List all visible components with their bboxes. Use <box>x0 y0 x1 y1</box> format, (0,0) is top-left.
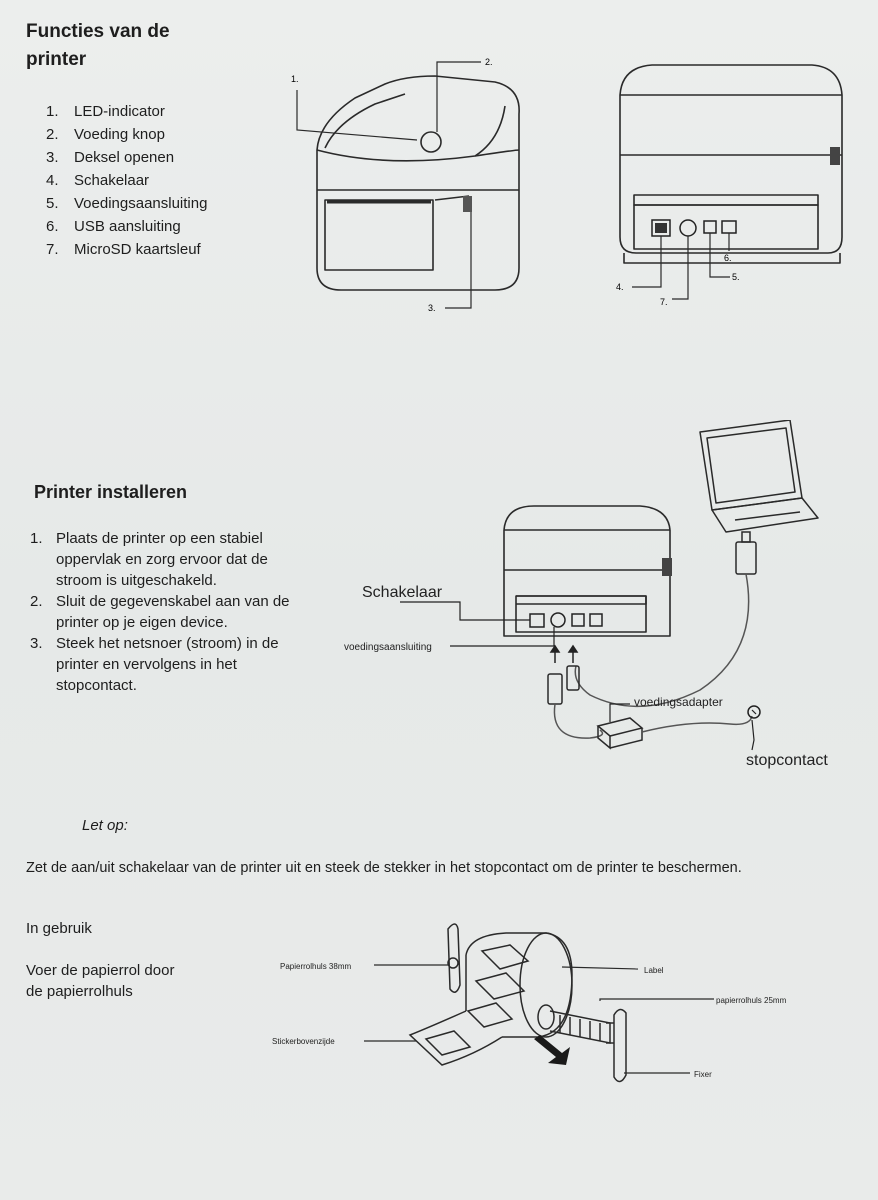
list-item: 3.Steek het netsnoer (stroom) in de prin… <box>30 635 279 694</box>
usage-heading: In gebruik <box>26 920 92 937</box>
holder25-label: papierrolhuls 25mm <box>716 996 787 1005</box>
insert-arrow-icon <box>534 1035 570 1065</box>
outlet-label: stopcontact <box>746 752 828 769</box>
note-text: Zet de aan/uit schakelaar van de printer… <box>26 860 742 876</box>
installation-diagram: Schakelaar voedingsaansluiting voedingsa… <box>344 420 828 769</box>
list-item: 6.USB aansluiting <box>46 218 181 235</box>
power-port-icon <box>550 612 566 628</box>
paper-roll-diagram: Papierrolhuls 38mm Label papierrolhuls 2… <box>272 923 787 1083</box>
label-label: Label <box>644 966 664 975</box>
lid-release-icon <box>662 558 672 576</box>
note-heading: Let op: <box>82 817 128 834</box>
fixer-label: Fixer <box>694 1070 712 1079</box>
power-adapter-icon <box>596 717 644 750</box>
printer-back-illustration: 4. 5. 6. 7. <box>616 64 843 307</box>
adapter-label: voedingsadapter <box>634 695 723 709</box>
callout-6: 6. <box>724 253 732 263</box>
printer-illustration <box>503 505 671 637</box>
usb-plug-icon <box>735 541 757 575</box>
functions-list: 1.LED-indicator 2.Voeding knop 3.Deksel … <box>46 100 207 261</box>
power-port-icon <box>679 219 697 237</box>
list-item: 5.Voedingsaansluiting <box>46 195 208 212</box>
sd-slot-icon <box>703 220 717 234</box>
power-button-icon <box>420 131 442 153</box>
list-item: 3.Deksel openen <box>46 149 175 166</box>
switch-toggle-icon <box>655 223 667 233</box>
sd-slot-icon <box>571 613 585 627</box>
usb-plug-icon <box>566 665 580 691</box>
usage-text: Voer de papierrol door de papierrolhuls <box>26 962 175 1000</box>
list-item: 2.Voeding knop <box>46 126 165 143</box>
core-rod-icon <box>549 1010 611 1044</box>
switch-label: Schakelaar <box>362 584 443 601</box>
power-plug-icon <box>547 673 563 705</box>
install-title: Printer installeren <box>34 482 188 502</box>
laptop-icon <box>699 420 819 533</box>
lid-release-icon <box>830 147 840 165</box>
power-port-label: voedingsaansluiting <box>344 642 432 653</box>
callout-4: 4. <box>616 282 624 292</box>
wall-plug-icon <box>747 705 761 719</box>
callout-5: 5. <box>732 272 740 282</box>
list-item: 7.MicroSD kaartsleuf <box>46 241 201 258</box>
printer-front-illustration: 1. 2. 3. <box>291 57 520 313</box>
callout-3: 3. <box>428 303 436 313</box>
lid-release-icon <box>463 196 472 212</box>
paper-roll-icon <box>408 932 573 1066</box>
usb-port-icon <box>721 220 737 234</box>
functions-title: Functies van de printer <box>26 21 170 70</box>
holder38-label: Papierrolhuls 38mm <box>280 962 351 971</box>
list-item: 1.Plaats de printer op een stabiel opper… <box>30 530 268 589</box>
list-item: 2.Sluit de gegevenskabel aan van de prin… <box>30 593 290 631</box>
callout-2: 2. <box>485 57 493 67</box>
callout-1: 1. <box>291 74 299 84</box>
list-item: 4.Schakelaar <box>46 172 150 189</box>
switch-icon <box>529 613 545 628</box>
install-steps: 1.Plaats de printer op een stabiel opper… <box>30 528 310 696</box>
sticker-top-label: Stickerbovenzijde <box>272 1037 335 1046</box>
callout-7: 7. <box>660 297 668 307</box>
list-item: 1.LED-indicator <box>46 103 165 120</box>
usb-port-icon <box>589 613 603 627</box>
fixer-icon <box>606 1008 627 1083</box>
left-flange-icon <box>447 923 461 993</box>
